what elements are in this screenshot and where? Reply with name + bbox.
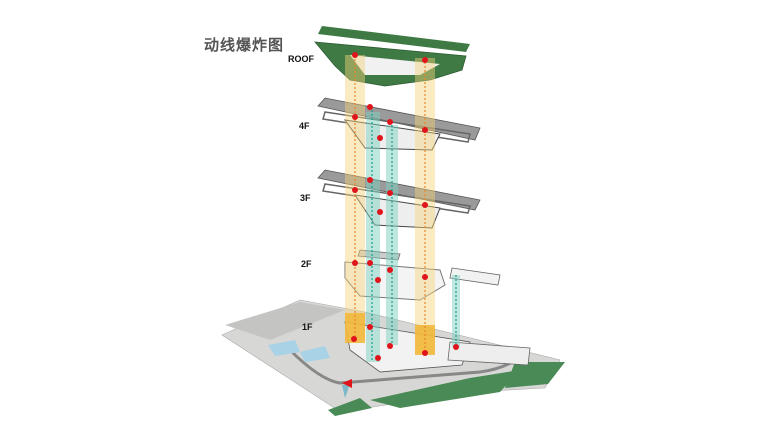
slab-4f	[317, 97, 481, 151]
entrance-arrow-icon	[342, 379, 352, 388]
slab-3f	[317, 169, 481, 229]
vertical-cores	[345, 55, 460, 362]
floor-label-3f: 3F	[300, 193, 311, 203]
slab-roof	[314, 26, 470, 87]
circulation-nodes	[351, 52, 459, 361]
floor-label-1f: 1F	[302, 322, 313, 332]
diagram-title: 动线爆炸图	[204, 36, 285, 54]
floor-label-roof: ROOF	[288, 54, 314, 64]
floor-label-4f: 4F	[299, 121, 310, 131]
floor-label-2f: 2F	[301, 259, 312, 269]
